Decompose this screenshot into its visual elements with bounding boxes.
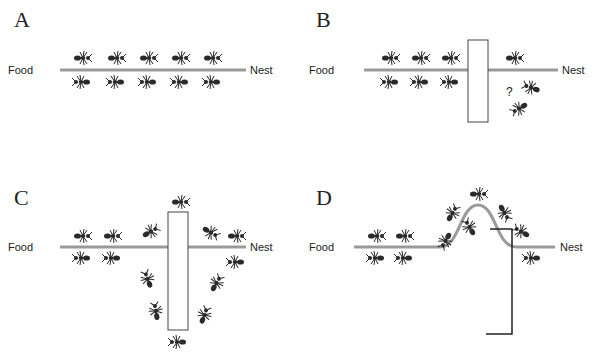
ant: [508, 98, 531, 119]
ant: [442, 51, 460, 65]
ant-trail: [354, 205, 555, 247]
panel-letter: B: [316, 9, 331, 31]
ant: [435, 230, 456, 253]
ant: [440, 75, 458, 89]
ant: [74, 229, 92, 243]
ant: [108, 51, 126, 65]
ant: [410, 75, 428, 89]
ant: [170, 75, 188, 89]
ant: [459, 216, 480, 239]
ant: [200, 222, 223, 243]
ant: [172, 195, 190, 209]
ant: [442, 202, 463, 225]
ant: [72, 251, 90, 265]
ant: [140, 51, 158, 65]
panel-letter: A: [14, 9, 30, 31]
ant-trail: [364, 69, 558, 72]
ant: [74, 51, 92, 65]
end-label: Food: [309, 242, 334, 253]
ant-trail: [60, 69, 246, 72]
ant: [368, 229, 386, 243]
ant-trail: [188, 246, 246, 249]
ant: [494, 202, 515, 225]
ant: [520, 78, 542, 97]
ant: [204, 51, 222, 65]
panel-letter: D: [316, 187, 332, 209]
ant: [506, 51, 524, 65]
end-label: Nest: [250, 65, 273, 76]
ant: [202, 75, 220, 89]
ant: [380, 75, 398, 89]
ant: [510, 221, 533, 242]
ant: [106, 75, 124, 89]
ant: [195, 304, 214, 326]
obstacle: [168, 212, 188, 330]
end-label: Food: [8, 65, 33, 76]
end-label: Food: [8, 242, 33, 253]
obstacle: [468, 40, 488, 122]
ant: [382, 51, 400, 65]
obstacle-bracket: [486, 229, 512, 334]
ant: [470, 187, 488, 201]
ant: [104, 229, 122, 243]
end-label: Food: [309, 65, 334, 76]
ant: [147, 301, 164, 321]
ant: [396, 229, 414, 243]
ant: [168, 335, 186, 349]
end-label: Nest: [560, 242, 583, 253]
end-label: Nest: [250, 242, 273, 253]
ant: [138, 268, 157, 290]
ant: [206, 272, 227, 295]
ant: [102, 251, 120, 265]
ant: [522, 251, 540, 265]
ant: [172, 51, 190, 65]
ant: [228, 229, 246, 243]
ant: [72, 75, 90, 89]
ant-trail: [60, 246, 168, 249]
end-label: Nest: [562, 65, 585, 76]
ant: [412, 51, 430, 65]
ant: [138, 75, 156, 89]
ant: [140, 221, 163, 242]
ant: [226, 255, 244, 269]
ant: [366, 251, 384, 265]
question-mark: ?: [506, 86, 513, 98]
panel-letter: C: [14, 187, 29, 209]
ant: [394, 251, 412, 265]
